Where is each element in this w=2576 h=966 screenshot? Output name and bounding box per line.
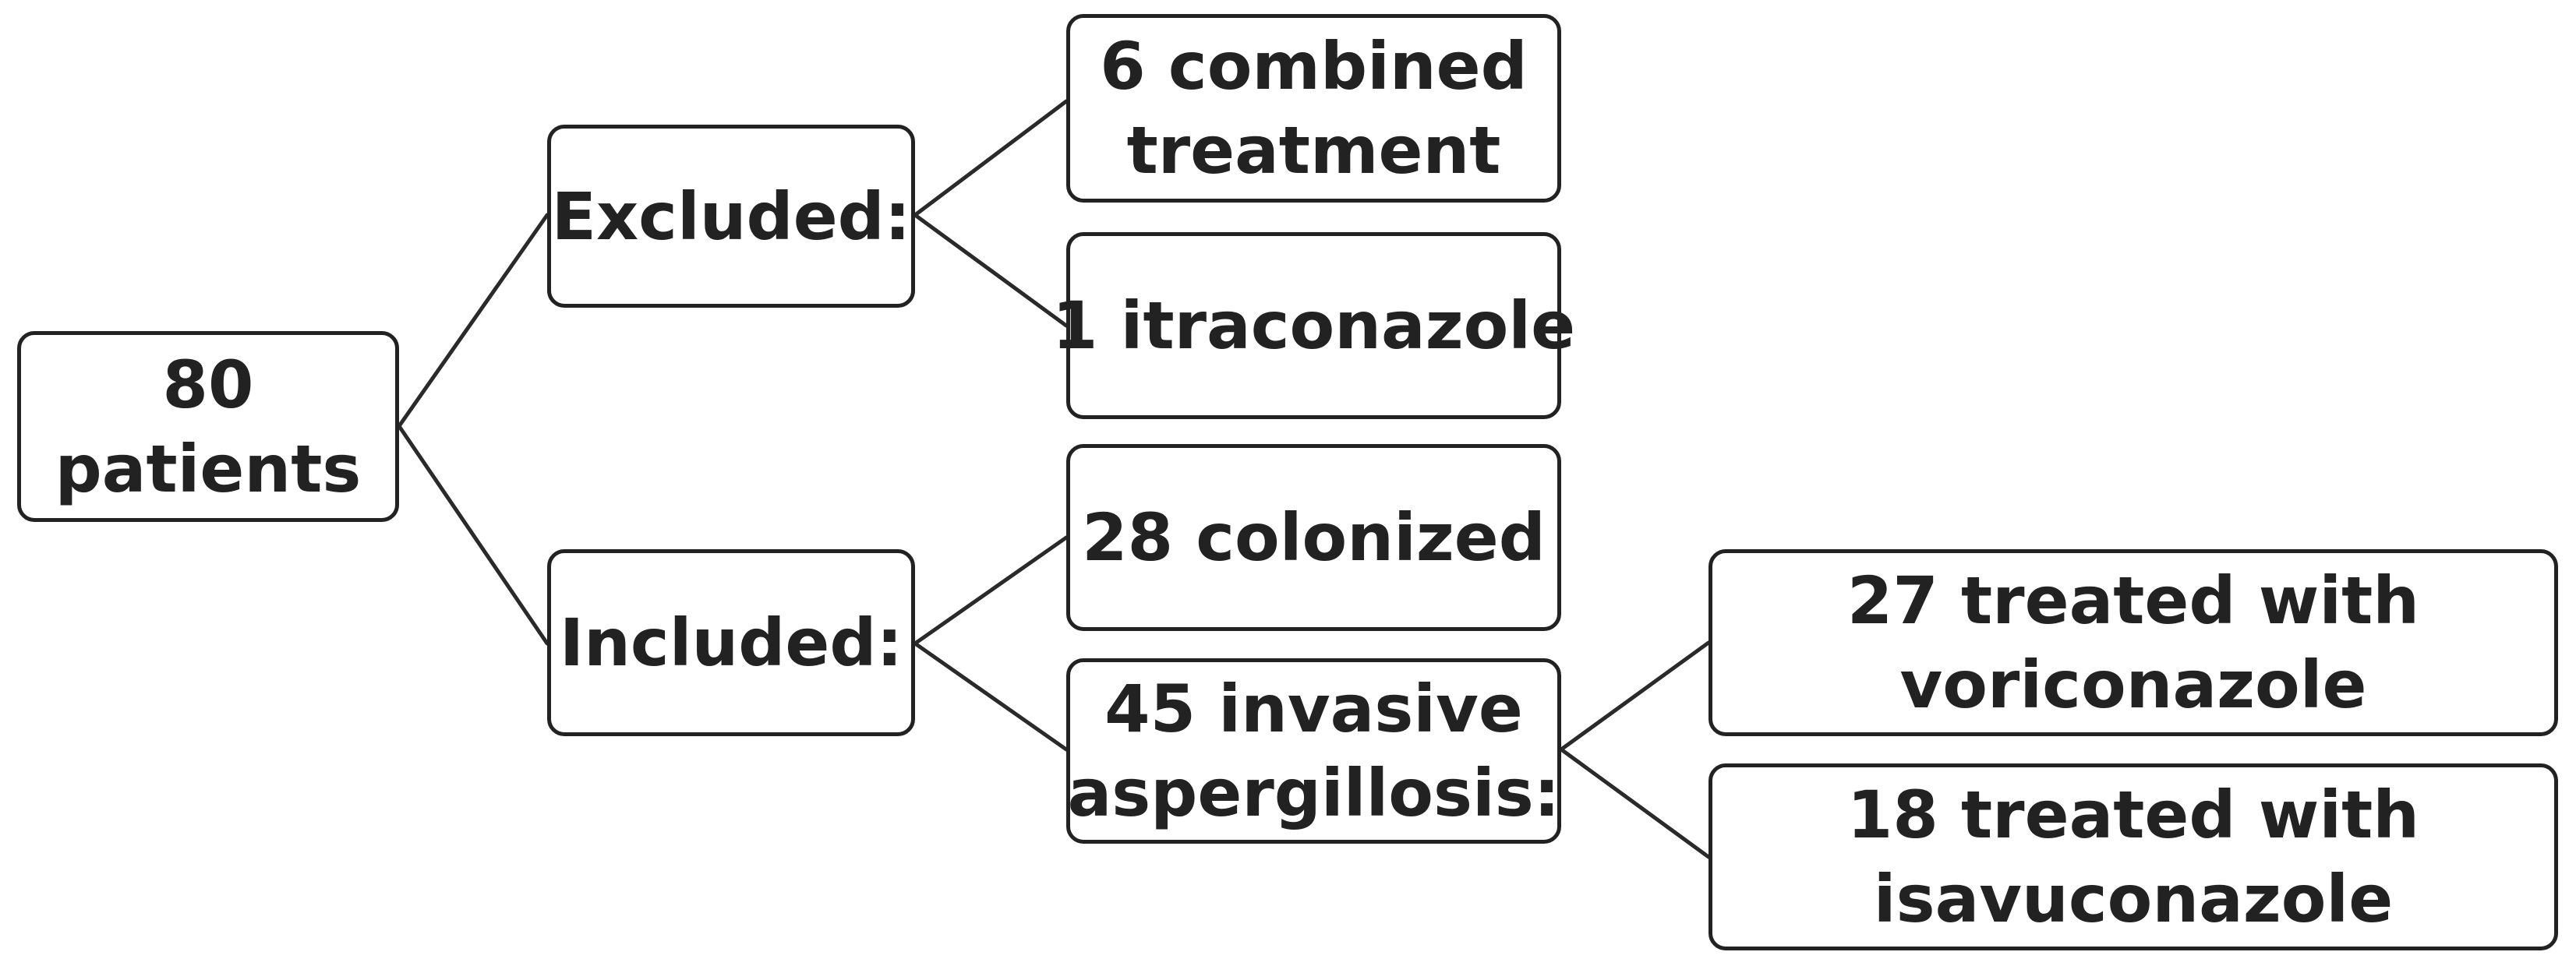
node-text: Included: [559, 605, 903, 681]
connector-invasive-isavuconazole [1559, 747, 1711, 859]
node-included: Included: [547, 549, 915, 736]
connector-excluded-itraconazole [913, 213, 1069, 328]
node-voriconazole: 27 treated with voriconazole [1708, 549, 2558, 736]
node-text-line2: aspergillosis: [1067, 755, 1560, 831]
node-invasive-aspergillosis: 45 invasive aspergillosis: [1066, 658, 1561, 844]
node-text: 1 itraconazole [1051, 287, 1576, 364]
connector-patients-excluded [397, 213, 549, 428]
node-text: Excluded: [551, 178, 911, 255]
node-itraconazole: 1 itraconazole [1052, 232, 1575, 419]
node-isavuconazole: 18 treated with isavuconazole [1708, 763, 2558, 950]
node-text-line1: 6 combined [1100, 28, 1528, 104]
node-text-line1: 80 [162, 346, 254, 423]
node-colonized: 28 colonized [1066, 444, 1561, 631]
connector-included-colonized [913, 535, 1069, 646]
connector-included-invasive [913, 641, 1069, 752]
node-excluded: Excluded: [547, 125, 915, 308]
node-80-patients: 80 patients [17, 331, 399, 522]
node-text-line1: 45 invasive [1104, 671, 1523, 747]
node-text-line1: 27 treated with [1846, 562, 2420, 639]
node-combined-treatment: 6 combined treatment [1066, 14, 1561, 203]
node-text-line2: patients [55, 430, 362, 507]
connector-excluded-combined [913, 99, 1069, 217]
node-text: 28 colonized [1082, 499, 1546, 576]
node-text-line2: isavuconazole [1873, 861, 2394, 937]
node-text-line1: 18 treated with [1846, 777, 2420, 853]
node-text-line2: voriconazole [1899, 647, 2367, 723]
node-text-line2: treatment [1126, 112, 1501, 189]
connector-invasive-voriconazole [1559, 640, 1711, 752]
connector-patients-included [397, 424, 549, 646]
